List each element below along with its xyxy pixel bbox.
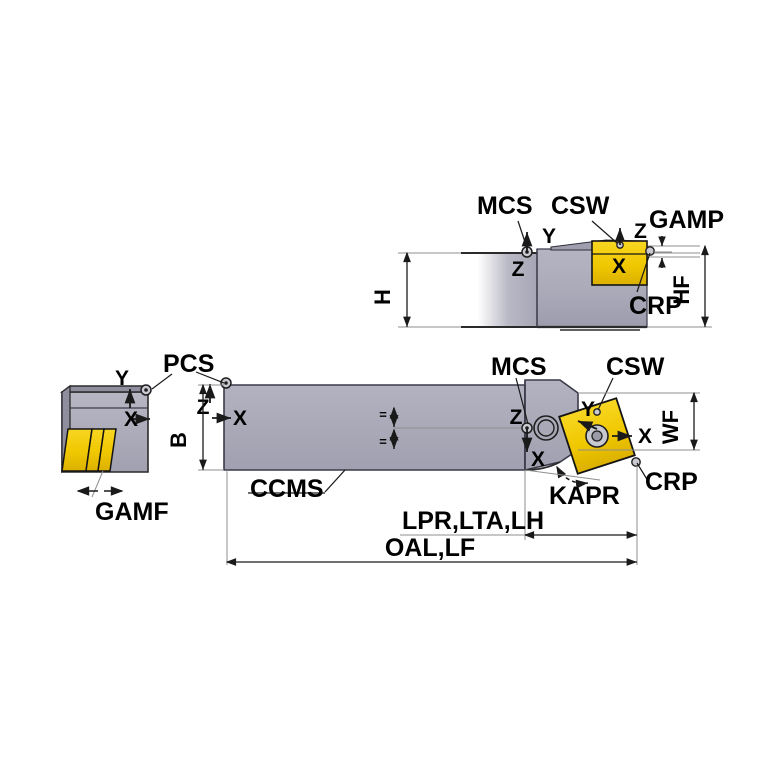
crp-marker-side — [645, 246, 655, 256]
pcs-marker-end — [140, 384, 152, 396]
head-lower-curve — [524, 461, 561, 471]
callout-mcs-side: MCS — [477, 192, 533, 220]
center-symmetry-mark: = = — [379, 406, 525, 449]
axis-label-x-side: X — [612, 255, 626, 278]
callout-pcs: PCS — [163, 350, 214, 378]
dimension-wf: WF — [658, 391, 698, 450]
csw-marker-plan — [593, 408, 601, 416]
plan-view: = = X Z Y X — [151, 350, 700, 566]
dimension-hf-label: HF — [669, 275, 694, 304]
kapr-angle-indicator — [524, 465, 601, 489]
dimension-lpr: LPR,LTA,LH — [400, 507, 637, 539]
symmetry-equal-top: = — [379, 407, 387, 422]
callout-gamp: GAMP — [649, 206, 724, 234]
gamf-angle-indicator — [76, 470, 124, 498]
cutting-insert-end — [61, 428, 117, 472]
dimension-lpr-label: LPR,LTA,LH — [402, 507, 544, 535]
dimension-b-label: B — [166, 432, 191, 448]
ccms-leader — [248, 469, 346, 494]
callout-crp-side: CRP — [629, 292, 682, 320]
dimension-wf-label: WF — [658, 410, 683, 444]
dimension-oal: OAL,LF — [225, 534, 637, 566]
axis-label-y-side: Y — [542, 225, 556, 248]
end-view: Y X GAMF — [59, 367, 169, 526]
axis-label-z-side-right: Z — [634, 220, 647, 243]
axis-label-z-side-left: Z — [512, 258, 525, 281]
axis-arrow-y-plan — [577, 420, 598, 432]
axis-label-x-plan-left: X — [233, 407, 247, 430]
insert-segment-3 — [97, 428, 117, 472]
axis-label-y-end: Y — [115, 367, 129, 390]
callout-mcs-plan: MCS — [491, 353, 547, 381]
callout-gamf: GAMF — [95, 498, 169, 526]
side-elevation-view: H HF X Y Z — [370, 192, 724, 331]
callout-csw-side: CSW — [551, 192, 610, 220]
clamp-hole-plan — [533, 415, 559, 441]
axis-label-y-plan: Y — [581, 398, 595, 421]
plan-dimension-extension-lines — [198, 384, 700, 565]
side-view-leaders — [517, 220, 651, 293]
dimension-h-label: H — [370, 289, 395, 305]
end-view-top-bevel — [59, 385, 149, 393]
callout-crp-plan: CRP — [645, 468, 698, 496]
axis-label-x-end: X — [124, 408, 138, 431]
dimension-hf: HF — [669, 244, 709, 327]
dimension-b: B — [166, 383, 207, 470]
dimension-h: H — [370, 251, 411, 327]
axis-label-x-plan: X — [638, 425, 652, 448]
callout-ccms: CCMS — [250, 475, 324, 503]
callout-csw-plan: CSW — [606, 353, 665, 381]
axis-label-x-plan-mid: X — [531, 448, 545, 471]
shank-body-faded — [461, 253, 537, 327]
plan-view-leaders — [151, 371, 649, 482]
symmetry-equal-bottom: = — [379, 434, 387, 449]
axis-label-z-plan-right: Z — [510, 406, 523, 429]
callout-kapr: KAPR — [549, 482, 620, 510]
crp-marker-plan — [631, 457, 641, 467]
dimension-oal-label: OAL,LF — [385, 534, 475, 562]
gamp-angle-indicator — [654, 236, 672, 268]
